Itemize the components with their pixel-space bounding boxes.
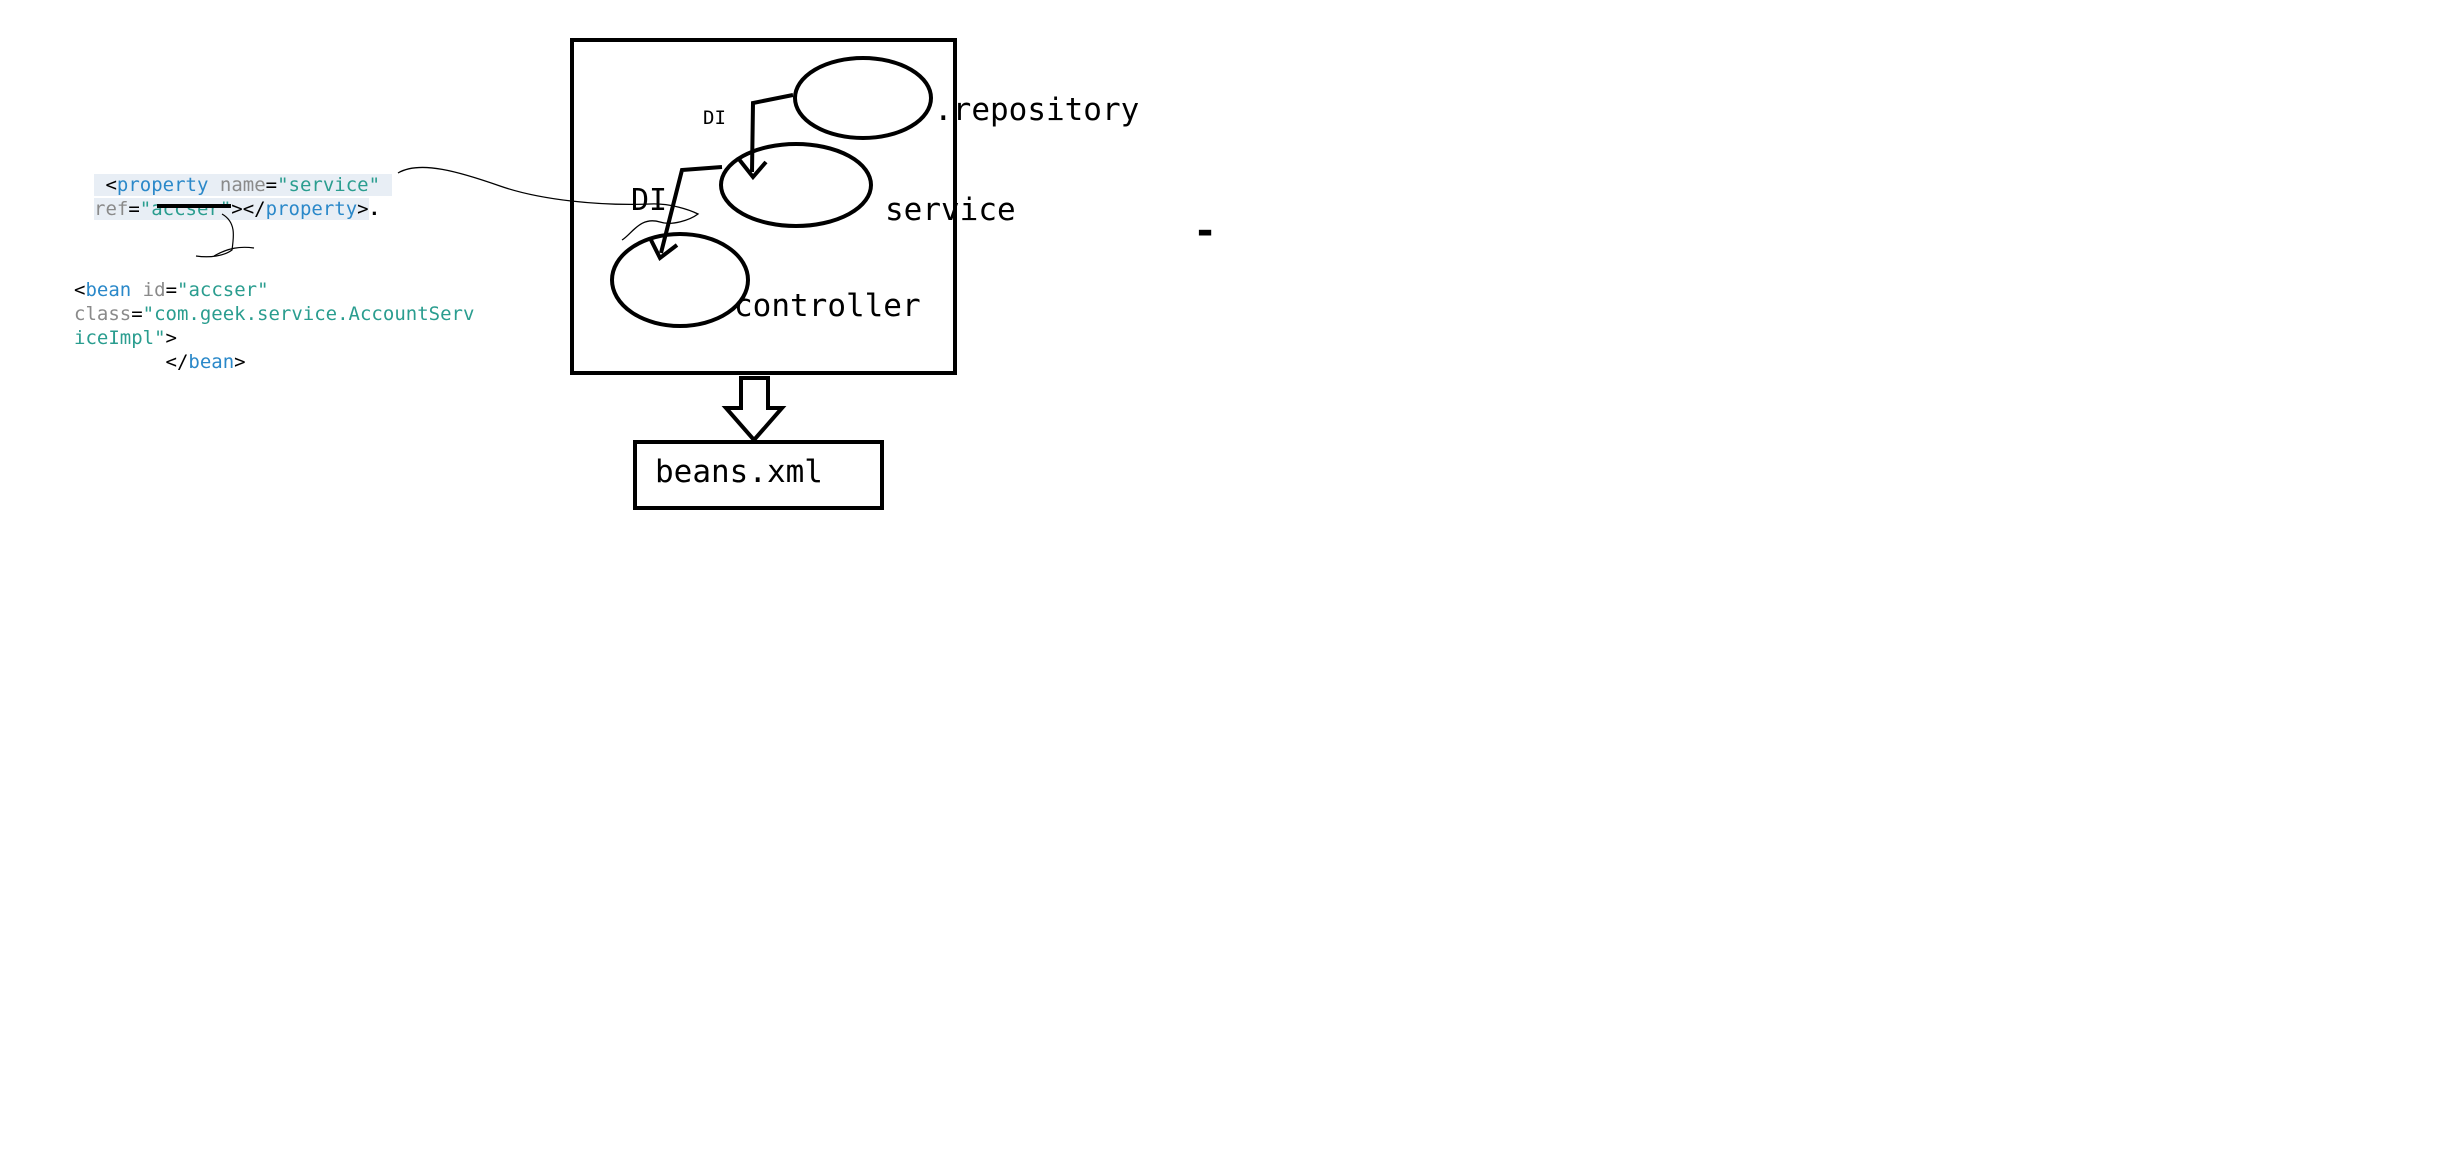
bean-line-4: </bean>: [165, 351, 246, 373]
di-arrow-service-to-controller: [659, 165, 723, 254]
repository-ellipse: [793, 56, 933, 140]
controller-ellipse: [610, 232, 750, 328]
repository-label: .repository: [934, 92, 1139, 128]
di-label-large: DI: [631, 183, 667, 218]
service-ellipse: [719, 142, 873, 228]
di-arrowhead-controller: [649, 239, 679, 262]
di-label-small: DI: [703, 107, 726, 129]
service-label: service: [885, 192, 1016, 228]
controller-label: controller: [734, 288, 921, 324]
accser-link-line: [195, 213, 235, 258]
bean-line-3: iceImpl">: [74, 327, 177, 349]
bean-code-snippet: <bean id="accser" class="com.geek.servic…: [74, 254, 474, 374]
stray-dash: -: [1193, 208, 1217, 254]
property-code-snippet: <property name="service" ref="accser"></…: [94, 149, 392, 221]
bean-line-2: class="com.geek.service.AccountServ: [74, 303, 475, 325]
beans-xml-box: [633, 440, 884, 510]
beans-xml-label: beans.xml: [655, 454, 823, 490]
di-arrowhead-service: [736, 156, 768, 181]
property-line-1: <property name="service": [94, 174, 392, 196]
container-box: [570, 38, 957, 375]
down-arrow-to-beans: [721, 376, 787, 444]
property-to-di-connector: [397, 166, 700, 241]
bean-line-1: <bean id="accser": [74, 279, 269, 301]
accser-link-tick: [213, 246, 255, 257]
property-line-2: ref="accser"></property>: [94, 198, 369, 220]
di-arrow-repository-to-service: [750, 93, 794, 173]
